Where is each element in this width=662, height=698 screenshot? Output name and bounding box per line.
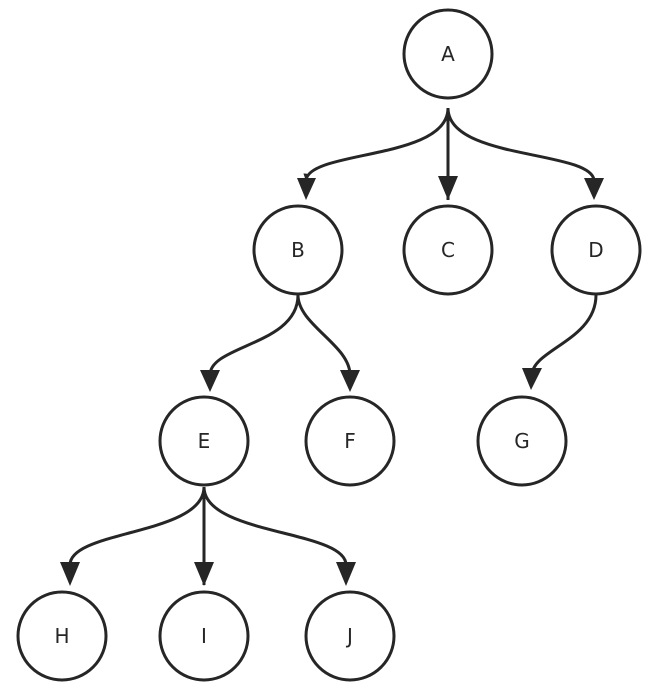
node-g-label: G (514, 429, 530, 453)
node-d-circle (550, 204, 642, 296)
node-a: A (402, 8, 494, 100)
edge-b-f (296, 294, 352, 376)
node-h-label: H (54, 624, 69, 648)
node-j-label: J (345, 624, 353, 648)
edge-d-g (530, 294, 598, 376)
arrowhead-j (336, 562, 356, 586)
node-c-circle (402, 204, 494, 296)
node-h-circle (16, 590, 108, 682)
arrowhead-i (194, 562, 214, 586)
edge-e-h (68, 486, 206, 566)
node-b: B (252, 204, 344, 296)
arrowhead-e (200, 370, 220, 392)
edges-group (68, 107, 598, 585)
node-g: G (476, 395, 568, 487)
edge-e-j (202, 486, 348, 566)
node-a-label: A (441, 42, 455, 66)
edge-a-b (303, 107, 450, 181)
arrowhead-b (297, 178, 316, 200)
node-i: I (158, 590, 250, 682)
node-j-circle (304, 590, 396, 682)
node-i-label: I (201, 624, 207, 648)
node-f-circle (304, 395, 396, 487)
node-g-circle (476, 395, 568, 487)
node-d: D (550, 204, 642, 296)
node-c-label: C (441, 238, 455, 262)
node-i-circle (158, 590, 250, 682)
arrowhead-d (584, 178, 604, 200)
edge-a-d (446, 107, 596, 181)
node-e-label: E (198, 429, 211, 453)
arrowhead-c (438, 176, 458, 200)
node-f: F (304, 395, 396, 487)
edge-b-e (208, 294, 300, 376)
arrowheads-group (60, 176, 604, 586)
node-a-circle (402, 8, 494, 100)
node-j: J (304, 590, 396, 682)
arrowhead-g (522, 368, 542, 390)
arrowhead-h (60, 562, 80, 586)
node-h: H (16, 590, 108, 682)
node-f-label: F (344, 429, 356, 453)
node-e: E (158, 395, 250, 487)
node-d-label: D (588, 238, 603, 262)
node-b-label: B (291, 238, 305, 262)
arrowhead-f (340, 370, 360, 392)
node-b-circle (252, 204, 344, 296)
node-e-circle (158, 395, 250, 487)
node-c: C (402, 204, 494, 296)
